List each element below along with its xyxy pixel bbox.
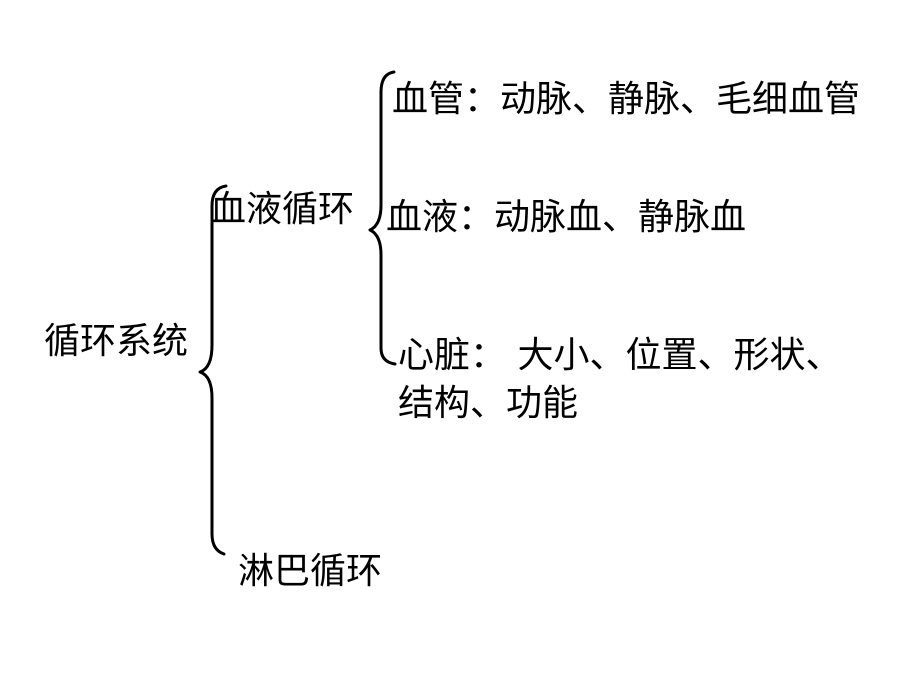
heart-label-line1: 心脏： 大小、位置、形状、 [398,335,842,376]
lymph-circulation-label: 淋巴循环 [238,551,383,592]
heart-label-line2: 结构、功能 [398,383,579,424]
blood-label: 血液：动脉血、静脉血 [386,197,747,238]
blood-brace [368,70,397,366]
root-label: 循环系统 [44,321,189,362]
root-brace [198,184,228,556]
blood-circulation-label: 血液循环 [210,189,355,230]
vessels-label: 血管：动脉、静脉、毛细血管 [392,79,861,120]
